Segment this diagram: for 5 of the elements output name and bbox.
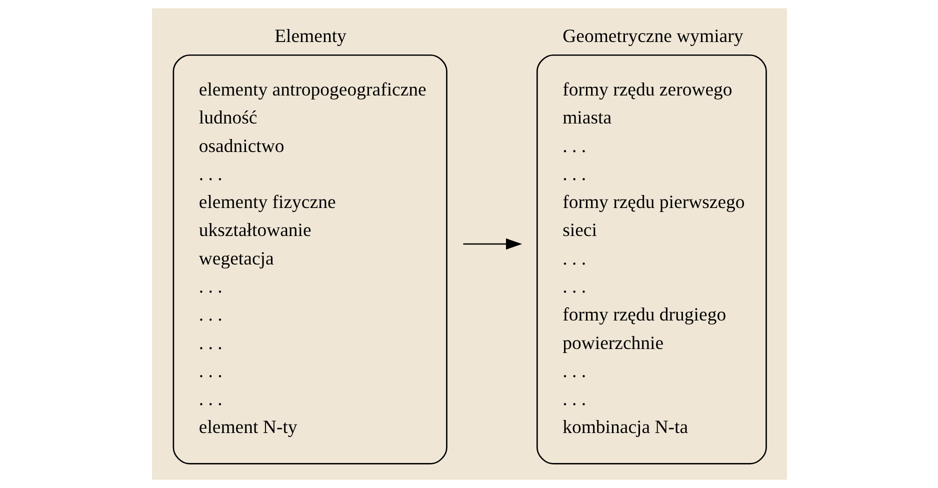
node-box: formy rzędu zerowego miasta . . . . . . formy rzędu pierwszego sieci . . . . . . formy rzędu drugiego powierzchnie . . . . . . kombinacja N-ta (536, 54, 766, 464)
node-label: Geometryczne wymiary (562, 26, 743, 47)
node-box: elementy antropogeograficzne ludność osadnictwo . . . elementy fizyczne ukształtowanie wegetacja . . . . . . . . . . . . . . . element N-ty (172, 54, 447, 464)
node-label: Elementy (274, 26, 346, 47)
arrow (462, 238, 522, 250)
